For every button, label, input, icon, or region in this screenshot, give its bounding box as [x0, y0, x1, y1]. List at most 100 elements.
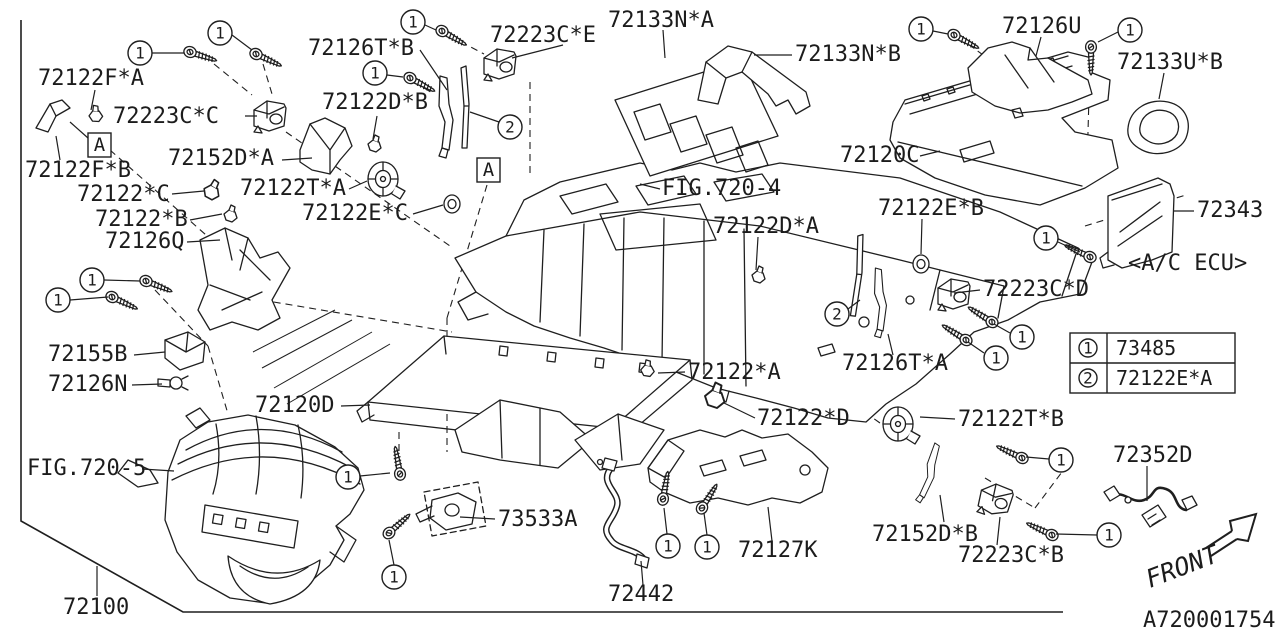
part-label: 72100	[63, 595, 129, 620]
part-label: 72126U	[1002, 14, 1081, 39]
callout-circled-number: 1	[694, 534, 720, 560]
part-label: 72122T*A	[240, 176, 346, 201]
duct-72126U	[967, 41, 1093, 119]
lever-72122FB	[35, 99, 71, 133]
svg-text:1: 1	[663, 537, 673, 556]
callout-circled-number: 1	[983, 345, 1009, 371]
part-label: 72152D*A	[168, 146, 274, 171]
part-label: 72223C*D	[983, 277, 1089, 302]
part-label: 72133N*B	[795, 42, 901, 67]
part-label: 72133N*A	[608, 8, 714, 33]
callout-circled-number: 1	[1048, 447, 1074, 473]
svg-text:2: 2	[505, 118, 515, 137]
legend-part-1: 73485	[1116, 336, 1176, 360]
thin-guide-lines	[252, 309, 391, 405]
part-label: 73533A	[498, 507, 577, 532]
grommet-72122EB	[912, 254, 930, 274]
svg-text:1: 1	[702, 538, 712, 557]
callout-circled-number: 1	[362, 60, 388, 86]
callout-circled-number: 1	[1033, 225, 1059, 251]
part-label: 72152D*B	[872, 522, 978, 547]
part-label: 72223C*B	[958, 543, 1064, 568]
callout-circled-number: 1	[335, 464, 361, 490]
callout-circled-number: 1	[79, 267, 105, 293]
part-label: 72126N	[48, 372, 127, 397]
part-label: 72120D	[255, 393, 334, 418]
grommet-72122EC	[443, 194, 461, 214]
legend-table: 1 2 73485 72122E*A	[1069, 332, 1236, 394]
bracket-72152DA	[299, 117, 353, 175]
svg-text:1: 1	[408, 13, 418, 32]
part-label: 72122D*B	[322, 90, 428, 115]
grille-panel-72133NA	[614, 59, 779, 177]
diagram-border	[20, 20, 1063, 613]
part-label: 72122D*A	[713, 214, 819, 239]
section-marker-label: A	[94, 134, 106, 156]
blower-unit-assembly	[117, 407, 365, 605]
part-label: 72442	[608, 582, 674, 607]
part-label: <A/C ECU>	[1128, 251, 1247, 276]
callout-circled-number: 1	[207, 20, 233, 46]
part-label: FIG.720-4	[662, 176, 781, 201]
harness-72352D	[1103, 485, 1198, 528]
part-label: 72122F*B	[25, 158, 131, 183]
part-label: 72126Q	[105, 229, 184, 254]
aspirator-73533A	[415, 481, 487, 537]
part-label: 72126T*A	[842, 351, 948, 376]
svg-text:1: 1	[370, 64, 380, 83]
part-label: 72122*A	[688, 360, 781, 385]
callout-circled-number: 1	[1009, 324, 1035, 350]
svg-text:1: 1	[87, 271, 97, 290]
part-label: 72122*C	[77, 182, 170, 207]
part-label: 72122*D	[757, 406, 850, 431]
svg-text:1: 1	[916, 20, 926, 39]
svg-text:1: 1	[1017, 328, 1027, 347]
legend-part-2: 72122E*A	[1116, 366, 1212, 390]
section-marker-A2: A	[476, 157, 501, 183]
callout-circled-number: 1	[127, 40, 153, 66]
part-label: FIG.720-5	[27, 456, 146, 481]
resistor-72155B	[164, 331, 206, 371]
svg-text:1: 1	[1104, 526, 1114, 545]
part-label: 72133U*B	[1117, 50, 1223, 75]
section-marker-label: A	[483, 159, 495, 181]
svg-text:1: 1	[53, 291, 63, 310]
doc-code: A720001754	[1143, 608, 1275, 633]
part-labels-layer: 72122F*A 72223C*C 72122F*B 72152D*A 72126T*B…	[25, 8, 1263, 620]
svg-text:1: 1	[343, 468, 353, 487]
part-label: 72343	[1197, 198, 1263, 223]
legend-num-2: 2	[1083, 369, 1093, 388]
part-label: 72127K	[738, 538, 818, 563]
part-label: 72122*B	[95, 207, 188, 232]
part-label: 72155B	[48, 342, 127, 367]
svg-text:1: 1	[1041, 229, 1051, 248]
callout-circled-number: 2	[824, 301, 850, 327]
strap-72133NB	[697, 45, 811, 115]
drain-hose-72442	[596, 457, 650, 569]
console-duct-72127K	[647, 429, 829, 506]
part-label: 72126T*B	[308, 36, 414, 61]
part-label: 72122T*B	[958, 407, 1064, 432]
svg-text:1: 1	[1125, 21, 1135, 40]
svg-text:1: 1	[215, 24, 225, 43]
svg-text:1: 1	[1056, 451, 1066, 470]
svg-text:2: 2	[832, 305, 842, 324]
section-marker-A1: A	[87, 132, 112, 158]
bulb-72126N	[157, 375, 189, 391]
bracket-72126Q	[197, 227, 291, 331]
part-label: 72122E*C	[302, 201, 408, 226]
under-duct-assembly	[454, 399, 665, 471]
part-label: 72122E*B	[878, 196, 984, 221]
part-label: 72122F*A	[38, 66, 144, 91]
leader-lines	[55, 24, 1194, 596]
callout-circled-number: 1	[908, 16, 934, 42]
seal-ring-72133UB	[1127, 100, 1189, 155]
callout-circled-number: 1	[381, 564, 407, 590]
ac-ecu-72343	[1099, 177, 1175, 269]
callout-circled-number: 1	[1096, 522, 1122, 548]
part-label: 72223C*C	[113, 104, 219, 129]
svg-text:1: 1	[389, 568, 399, 587]
